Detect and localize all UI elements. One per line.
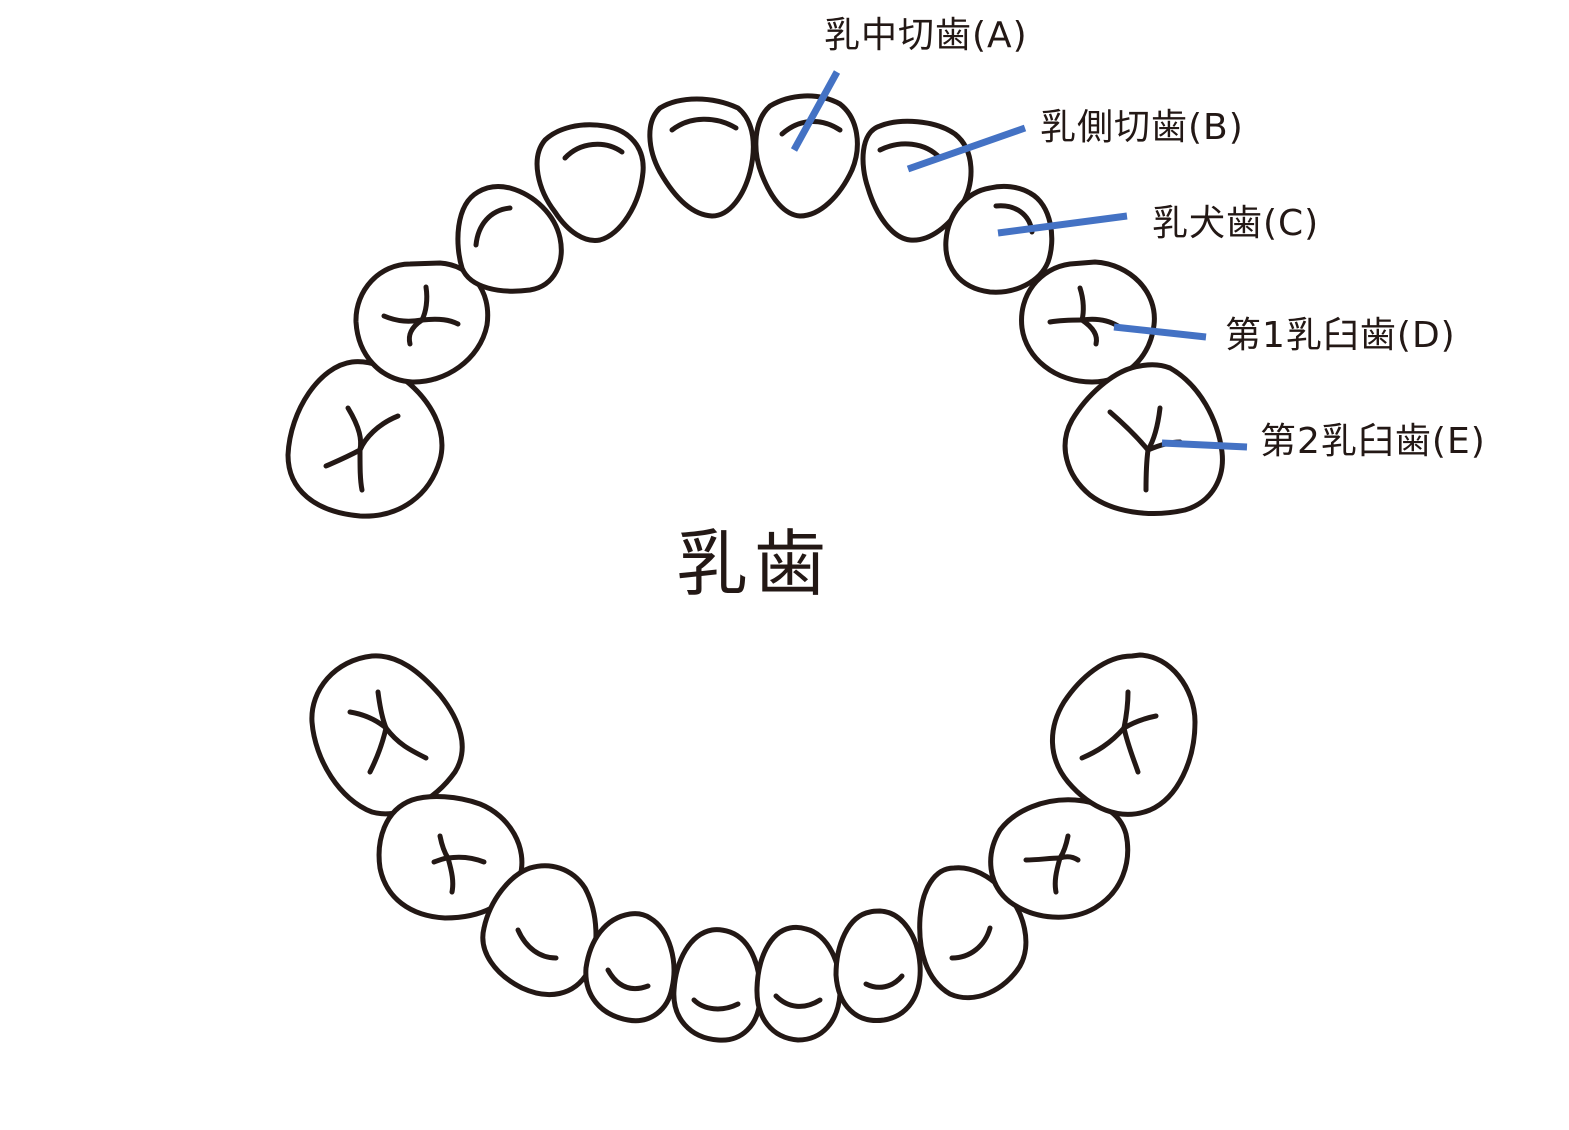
upper-right-lateral-incisor [534,122,646,243]
label-second-primary-molar: 第2乳臼歯(E) [1260,421,1486,462]
leader-line-b [906,124,1027,173]
upper-right-first-molar [353,260,491,385]
diagram-title: 乳歯 [676,522,833,606]
lower-right-canine [480,863,599,997]
label-primary-central-incisor: 乳中切歯(A) [824,15,1028,56]
upper-arch [285,93,1225,519]
label-first-primary-molar: 第1乳臼歯(D) [1225,315,1456,356]
upper-right-canine [455,183,564,294]
upper-left-central-incisor [753,93,860,219]
upper-left-first-molar [1019,259,1157,385]
upper-right-second-molar [285,359,445,519]
lower-left-second-molar [1050,652,1198,817]
leader-lines [790,70,1248,451]
lower-left-central-incisor [754,924,843,1043]
lower-right-lateral-incisor [583,911,677,1024]
label-primary-lateral-incisor: 乳側切歯(B) [1040,107,1244,148]
leader-line-e [1161,439,1248,451]
lower-right-central-incisor [671,927,763,1043]
lower-left-first-molar [988,797,1131,920]
leader-line-d [1113,323,1207,341]
label-primary-canine: 乳犬歯(C) [1152,203,1320,244]
leader-line-c [997,212,1128,237]
upper-left-lateral-incisor [860,118,974,243]
upper-right-central-incisor [647,96,756,219]
lower-right-second-molar [309,653,465,817]
upper-left-canine [943,183,1055,295]
lower-left-lateral-incisor [833,908,923,1024]
lower-arch [309,652,1198,1043]
leader-line-a [790,70,841,152]
upper-left-second-molar [1062,362,1225,516]
